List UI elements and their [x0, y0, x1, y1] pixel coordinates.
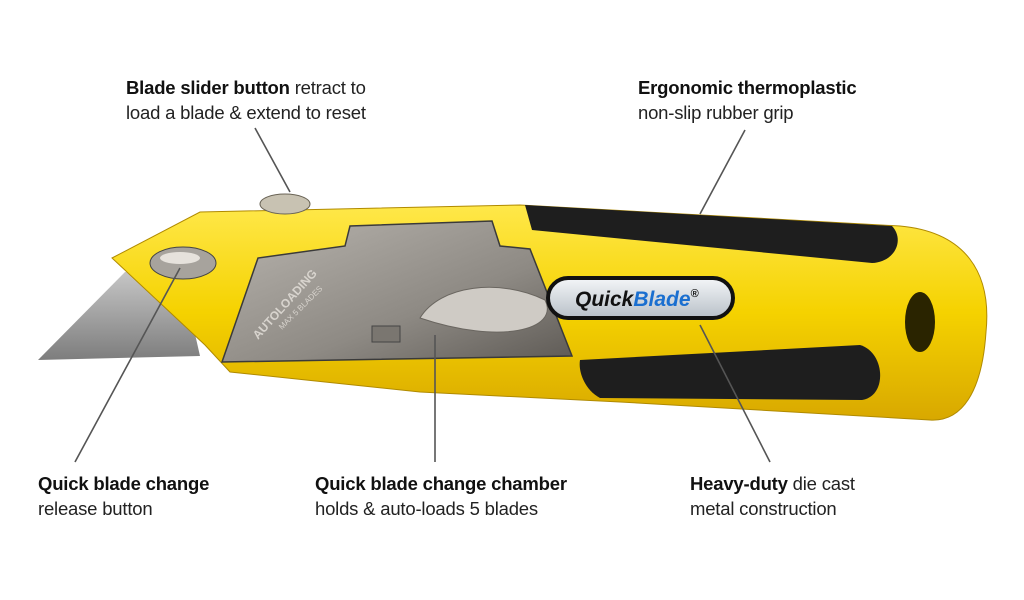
bottom-grip — [579, 345, 881, 400]
callout-text: retract to — [289, 77, 366, 98]
callout-title: Quick blade change — [38, 473, 210, 494]
chamber-thumb-groove — [419, 286, 548, 333]
callout-text: die cast — [787, 473, 855, 494]
callout-quick-release: Quick blade change release button — [38, 471, 209, 521]
callout-title: Quick blade change chamber — [315, 473, 567, 494]
callout-heavy-duty: Heavy-duty die cast metal construction — [690, 471, 855, 521]
callout-text: load a blade & extend to reset — [126, 102, 366, 123]
blade-slider-button[interactable] — [259, 193, 311, 215]
callout-title: Ergonomic thermoplastic — [638, 77, 857, 98]
callout-title: Heavy-duty — [690, 473, 788, 494]
leader-lines — [74, 127, 771, 463]
callout-text: metal construction — [690, 498, 837, 519]
leader-line-heavy-duty — [699, 324, 771, 463]
callout-text: release button — [38, 498, 153, 519]
callout-title: Blade slider button — [126, 77, 290, 98]
callout-text: non-slip rubber grip — [638, 102, 794, 123]
callout-ergonomic-grip: Ergonomic thermoplastic non-slip rubber … — [638, 75, 857, 125]
callout-chamber: Quick blade change chamber holds & auto-… — [315, 471, 567, 521]
leader-line-slider — [254, 127, 291, 193]
leader-line-release — [74, 267, 181, 463]
top-grip — [525, 205, 898, 263]
callout-text: holds & auto-loads 5 blades — [315, 498, 538, 519]
lanyard-hole — [905, 292, 935, 352]
release-button-highlight — [160, 252, 200, 264]
chamber-latch — [371, 325, 401, 343]
callout-blade-slider: Blade slider button retract to load a bl… — [126, 75, 366, 125]
brand-badge — [546, 276, 735, 320]
brand-logo: QuickBlade® — [575, 288, 700, 311]
leader-line-grip — [699, 129, 746, 215]
